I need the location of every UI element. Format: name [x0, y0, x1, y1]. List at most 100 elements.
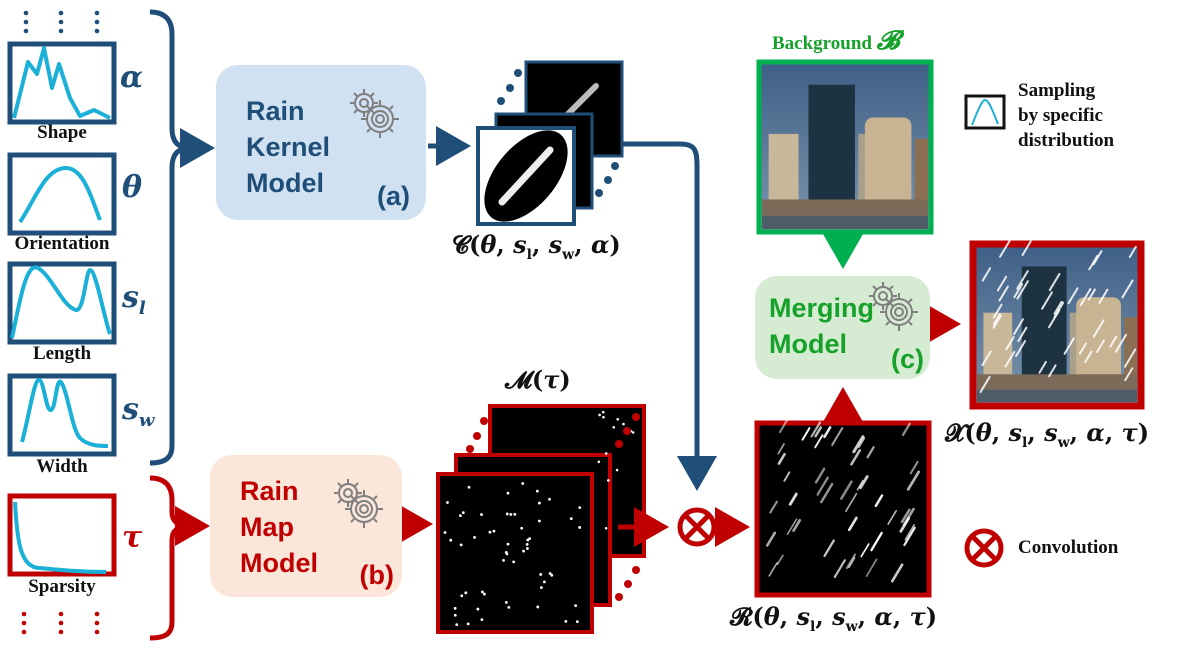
rain-streak	[1017, 326, 1028, 343]
rain-streak	[768, 562, 778, 577]
rain-streak	[1124, 367, 1134, 382]
rain-seed-dot	[615, 468, 619, 472]
rain-streak	[1038, 360, 1047, 374]
rain-seed-dot	[453, 613, 457, 617]
kernel-to-convolution-path	[622, 141, 717, 491]
rain-streak	[900, 508, 911, 524]
rain-streak	[814, 434, 824, 449]
sampling-legend-icon	[964, 94, 1006, 130]
sparsity-distribution-plot	[7, 493, 117, 577]
rain-streak	[769, 500, 778, 514]
rain-streak	[979, 375, 991, 393]
rain-seed-dot	[631, 431, 635, 434]
rain-streak	[845, 492, 858, 513]
gears-icon	[334, 479, 383, 528]
rain-streak	[1128, 245, 1137, 258]
rain-streak	[1021, 240, 1032, 257]
rain-streak	[1053, 300, 1063, 315]
rain-streak	[903, 526, 916, 547]
rain-streak	[857, 437, 866, 448]
pier	[977, 374, 1137, 390]
rain-streak	[816, 476, 829, 496]
rain-streak	[777, 443, 785, 455]
rain-seed-dot	[460, 594, 464, 598]
rain-streak	[845, 553, 857, 569]
sparsity-label: Sparsity	[28, 576, 96, 597]
orientation-label: Orientation	[14, 233, 110, 254]
rain-streak	[1053, 301, 1065, 319]
rain-streak	[777, 452, 786, 465]
rain-seed-dot	[578, 526, 582, 529]
rain-streak	[890, 563, 904, 583]
rain-streak	[909, 460, 919, 475]
rain-seed-dot	[513, 512, 517, 516]
rain-streak	[1121, 279, 1134, 299]
merging-model-box: Merging Model (c)	[755, 276, 930, 379]
rain-streak	[1013, 318, 1024, 336]
rain-streak	[1016, 280, 1029, 300]
water	[977, 389, 1137, 402]
rain-seed-dot	[480, 618, 484, 622]
rain-streak	[1015, 340, 1027, 358]
rain-streak	[1005, 335, 1015, 351]
rain-streak	[1063, 337, 1075, 355]
rain-streak	[1041, 291, 1053, 310]
rain-layer-label: 𝓡(θ, sl, sw, α, τ)	[730, 602, 938, 635]
rain-streak	[1088, 254, 1099, 271]
rain-seed-dot	[543, 580, 546, 584]
rain-streak	[1004, 350, 1016, 368]
rain-streak	[1016, 270, 1029, 290]
rainy-image-output	[969, 239, 1145, 410]
rain-streak	[801, 427, 811, 441]
rain-streak	[981, 267, 992, 282]
length-distribution-plot	[7, 261, 117, 345]
rain-seed-dot	[453, 606, 457, 610]
rain-seed-dot	[476, 607, 480, 611]
rain-streak	[1079, 288, 1092, 307]
rain-seed-dot	[455, 623, 459, 627]
rain-seed-dot	[578, 506, 582, 510]
rain-seed-dot	[464, 591, 468, 595]
rain-streak	[852, 435, 865, 454]
rain-seed-dot	[538, 501, 541, 505]
rain-streak	[850, 449, 861, 466]
rain-seed-dot	[564, 619, 568, 623]
rain-streak	[792, 519, 802, 532]
rain-seed-dot	[616, 417, 620, 421]
rain-streak	[776, 554, 784, 565]
building	[864, 117, 912, 213]
rain-streak	[783, 471, 791, 482]
building	[914, 138, 928, 213]
pier	[762, 199, 928, 216]
rain-seed-dot	[521, 482, 525, 485]
rain-streak	[847, 556, 856, 569]
rain-kernel-line2: Kernel	[246, 132, 331, 162]
rain-seed-dot	[461, 511, 465, 515]
kernel-params-brace	[149, 9, 191, 466]
rain-streak	[1096, 339, 1105, 354]
rain-seed-dot	[505, 512, 509, 516]
rain-map-tag: (b)	[359, 560, 394, 590]
convolution-legend-text: Convolution	[1018, 537, 1119, 558]
rain-seed-dot	[492, 529, 496, 533]
rain-seed-dot	[526, 547, 529, 550]
rain-streak	[1078, 342, 1087, 355]
theta-symbol: θ	[122, 170, 143, 205]
merging-tag: (c)	[891, 344, 924, 374]
gears-icon	[869, 282, 918, 331]
rain-seed-dot	[539, 573, 543, 576]
building	[808, 84, 855, 213]
rain-seed-dot	[446, 501, 449, 504]
building	[983, 312, 1013, 387]
rain-seed-dot	[480, 590, 484, 594]
rain-seed-dot	[525, 543, 529, 546]
rain-seed-dot	[506, 542, 510, 546]
sampling-legend-text: Sampling by specific distribution	[1018, 78, 1114, 153]
rain-streak	[847, 516, 858, 532]
rain-seed-dot	[569, 517, 573, 521]
rain-seed-dot	[507, 605, 511, 609]
rain-seed-dot	[467, 485, 471, 489]
merging-line1: Merging	[769, 293, 874, 323]
width-label: Width	[36, 456, 88, 477]
